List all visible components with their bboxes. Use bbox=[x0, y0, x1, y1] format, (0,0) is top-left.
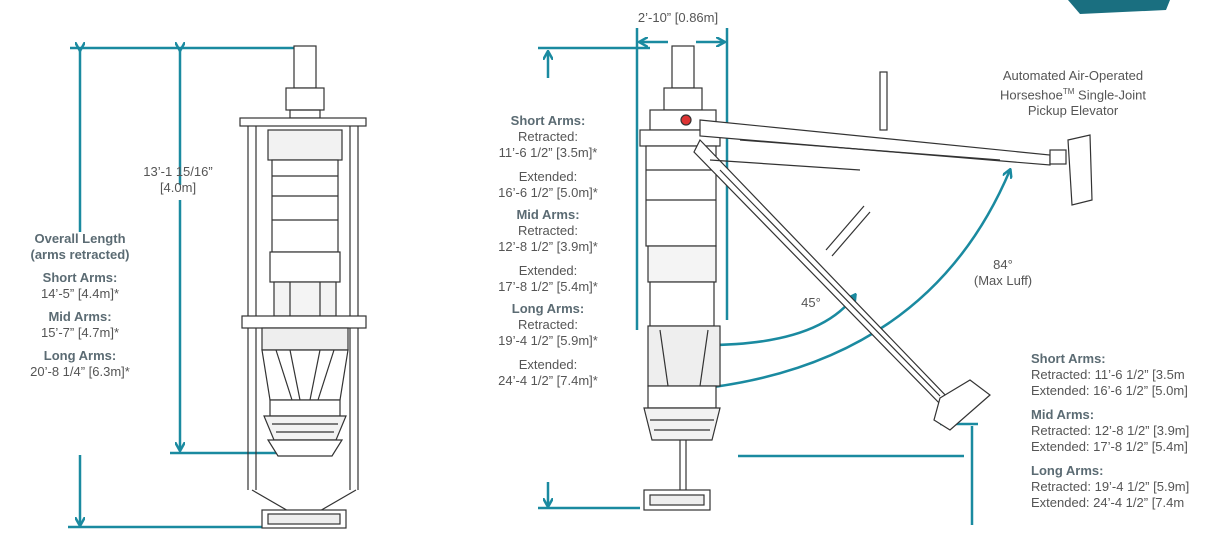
side-view-machine bbox=[639, 45, 1093, 511]
right-long-extended: Extended: 24’-4 1/2” [7.4m bbox=[1031, 495, 1185, 510]
left-long-arms-value: 20’-8 1/4” [6.3m]* bbox=[30, 364, 130, 379]
middle-long-extended-value: 24’-4 1/2” [7.4m]* bbox=[498, 373, 598, 388]
middle-long-extended-label: Extended: bbox=[518, 357, 578, 372]
right-short-extended: Extended: 16’-6 1/2” [5.0m] bbox=[1031, 383, 1188, 398]
elevator-caption-horseshoe: Horseshoe bbox=[1000, 87, 1063, 103]
elevator-caption-line-3: Pickup Elevator bbox=[1027, 103, 1119, 119]
middle-long-arms-label: Long Arms: bbox=[511, 301, 585, 316]
middle-mid-retracted-label: Retracted: bbox=[518, 223, 578, 238]
middle-mid-extended-value: 17’-8 1/2” [5.4m]* bbox=[498, 279, 598, 294]
corner-logo-shape bbox=[1068, 0, 1170, 14]
elevator-caption-line-2: HorseshoeTM Single-Joint bbox=[968, 84, 1178, 103]
middle-short-extended-value: 16’-6 1/2” [5.0m]* bbox=[498, 185, 598, 200]
overall-length-title-2: (arms retracted) bbox=[30, 247, 130, 262]
elevator-caption-trademark: TM bbox=[1062, 87, 1075, 96]
left-height-imperial: 13’-1 15/16” bbox=[143, 164, 213, 179]
width-dimension: 2’-10” [0.86m] bbox=[637, 10, 719, 25]
left-height-dimension: 13’-1 15/16” [4.0m] bbox=[128, 164, 228, 196]
middle-short-retracted-value: 11’-6 1/2” [3.5m]* bbox=[498, 145, 598, 160]
middle-mid-retracted-value: 12’-8 1/2” [3.9m]* bbox=[498, 239, 598, 254]
middle-short-retracted-label: Retracted: bbox=[518, 129, 578, 144]
right-short-retracted: Retracted: 11’-6 1/2” [3.5m bbox=[1031, 367, 1185, 382]
right-arms-block: Short Arms: Retracted: 11’-6 1/2” [3.5m … bbox=[1031, 351, 1189, 511]
front-view-machine bbox=[239, 45, 367, 529]
left-short-arms-value: 14’-5” [4.4m]* bbox=[40, 286, 120, 301]
middle-long-retracted-label: Retracted: bbox=[518, 317, 578, 332]
angle-84-label: 84° (Max Luff) bbox=[958, 257, 1048, 289]
left-mid-arms-value: 15’-7” [4.7m]* bbox=[40, 325, 120, 340]
left-height-metric: [4.0m] bbox=[159, 180, 197, 195]
middle-mid-arms-label: Mid Arms: bbox=[516, 207, 580, 222]
elevator-caption: Automated Air-Operated HorseshoeTM Singl… bbox=[968, 68, 1178, 119]
right-long-arms-label: Long Arms: bbox=[1031, 463, 1104, 478]
middle-arms-block: Short Arms: Retracted: 11’-6 1/2” [3.5m]… bbox=[468, 113, 628, 389]
left-mid-arms-label: Mid Arms: bbox=[48, 309, 112, 324]
right-long-retracted: Retracted: 19’-4 1/2” [5.9m] bbox=[1031, 479, 1190, 494]
right-mid-arms-label: Mid Arms: bbox=[1031, 407, 1095, 422]
left-dimension-lines bbox=[68, 48, 300, 529]
middle-short-extended-label: Extended: bbox=[518, 169, 578, 184]
left-short-arms-label: Short Arms: bbox=[42, 270, 118, 285]
angle-84-value: 84° bbox=[993, 257, 1013, 272]
middle-long-retracted-value: 19’-4 1/2” [5.9m]* bbox=[498, 333, 598, 348]
overall-length-block: Overall Length (arms retracted) Short Ar… bbox=[10, 231, 150, 380]
elevator-caption-single-joint: Single-Joint bbox=[1074, 87, 1146, 103]
angle-84-note: (Max Luff) bbox=[973, 273, 1033, 288]
overall-length-title-1: Overall Length bbox=[34, 231, 126, 246]
right-short-arms-label: Short Arms: bbox=[1031, 351, 1106, 366]
right-mid-retracted: Retracted: 12’-8 1/2” [3.9m] bbox=[1031, 423, 1190, 438]
right-mid-extended: Extended: 17’-8 1/2” [5.4m] bbox=[1031, 439, 1188, 454]
angle-45-label: 45° bbox=[801, 295, 821, 310]
left-long-arms-label: Long Arms: bbox=[43, 348, 117, 363]
elevator-caption-line-1: Automated Air-Operated bbox=[1002, 68, 1144, 83]
middle-mid-extended-label: Extended: bbox=[518, 263, 578, 278]
middle-short-arms-label: Short Arms: bbox=[510, 113, 586, 128]
